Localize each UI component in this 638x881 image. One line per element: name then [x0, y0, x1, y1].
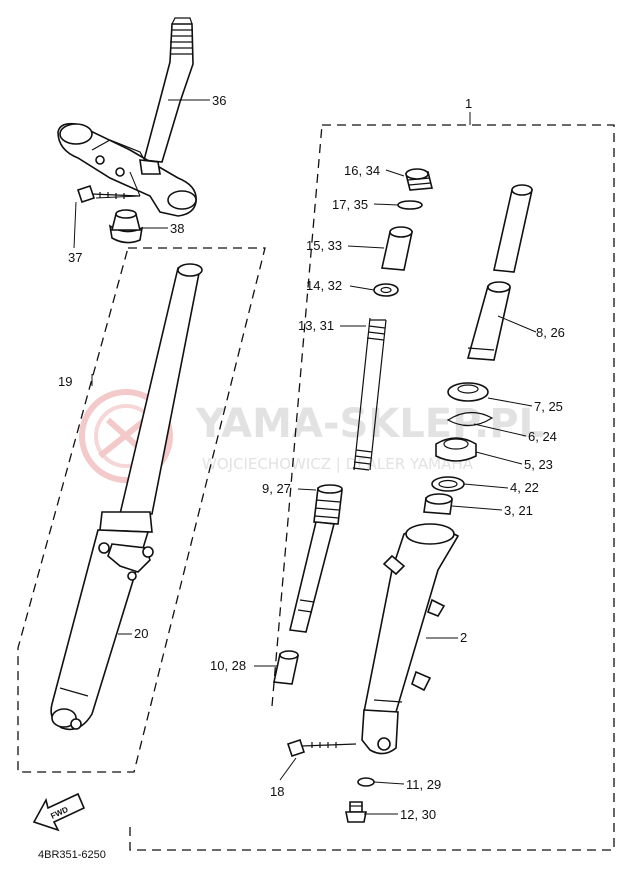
damper-rod-9-27 [289, 484, 343, 633]
pinch-bolt-37 [76, 184, 141, 204]
callout-16-34: 16, 34 [344, 163, 380, 178]
oil-seal-5-23 [435, 437, 477, 462]
callout-10-28: 10, 28 [210, 658, 246, 673]
diagram-code: 4BR351-6250 [38, 849, 106, 861]
fwd-arrow-icon: FWD [32, 792, 86, 832]
callout-18: 18 [270, 784, 284, 799]
outer-tube-2 [361, 523, 460, 755]
callout-20: 20 [134, 626, 148, 641]
callout-37: 37 [68, 250, 82, 265]
watermark: YAMA-SKLEP.PL WOJCIECHOWICZ | DEALER YAM… [79, 389, 544, 483]
callout-36: 36 [212, 93, 226, 108]
callout-1: 1 [465, 96, 472, 111]
fork-spring-13-31 [352, 317, 387, 471]
callout-38: 38 [170, 221, 184, 236]
callout-9-27: 9, 27 [262, 481, 291, 496]
cap-bolt-16-34 [404, 168, 434, 191]
fork-tube-assembly-20 [50, 263, 203, 731]
callout-3-21: 3, 21 [504, 503, 533, 518]
watermark-brand: YAMA-SKLEP.PL [195, 401, 544, 447]
callout-12-30: 12, 30 [400, 807, 436, 822]
watermark-subline: WOJCIECHOWICZ | DEALER YAMAHA [202, 455, 474, 473]
callout-15-33: 15, 33 [306, 238, 342, 253]
leader-lines [73, 99, 537, 815]
callout-6-24: 6, 24 [528, 429, 557, 444]
washer-11-29 [357, 777, 375, 787]
bolt-12-30 [345, 801, 367, 823]
callout-17-35: 17, 35 [332, 197, 368, 212]
spacer-15-33 [381, 226, 413, 271]
under-bracket-steering-stem [57, 17, 197, 217]
callout-2: 2 [460, 630, 467, 645]
callout-13-31: 13, 31 [298, 318, 334, 333]
drain-bolt-18 [286, 738, 357, 758]
callout-4-22: 4, 22 [510, 480, 539, 495]
oil-lock-piece-10-28 [273, 650, 299, 685]
o-ring-17-35 [397, 200, 423, 210]
washer-14-32 [373, 283, 399, 297]
callout-11-29: 11, 29 [406, 777, 441, 792]
callout-14-32: 14, 32 [306, 278, 342, 293]
callout-8-26: 8, 26 [536, 325, 565, 340]
retaining-clip-6-24 [446, 411, 494, 427]
bushing-3-21 [423, 493, 453, 515]
outer-fork-assembly-boundary-19 [17, 247, 266, 773]
ring-nut-38 [108, 209, 144, 244]
inner-tube-8-26 [466, 184, 533, 361]
callout-19: 19 [58, 374, 72, 389]
callout-7-25: 7, 25 [534, 399, 563, 414]
inner-fork-assembly-boundary [129, 124, 615, 851]
callout-labels: 1 36 37 38 16, 34 17, 35 15, 33 14, 32 1… [58, 93, 565, 822]
dust-seal-7-25 [447, 382, 489, 402]
callout-5-23: 5, 23 [524, 457, 553, 472]
washer-4-22 [431, 476, 465, 492]
